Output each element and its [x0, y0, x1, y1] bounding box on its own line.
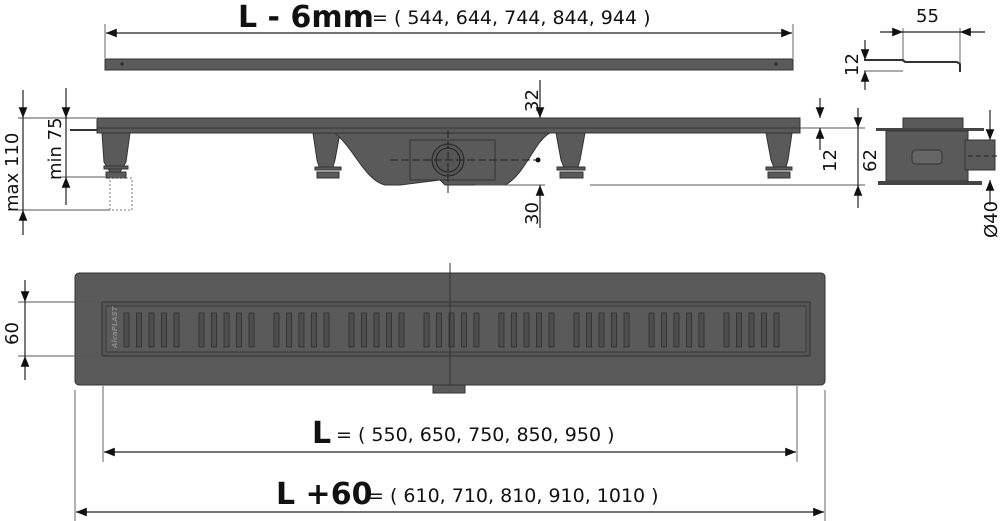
- grate-slot: [661, 312, 667, 348]
- overall-length-values: = ( 610, 710, 810, 910, 1010 ): [368, 485, 659, 507]
- grate-slot: [698, 312, 705, 348]
- profile-height-label: 12: [842, 53, 863, 76]
- channel-cross-section: [876, 110, 1000, 205]
- grate-slot: [273, 312, 280, 348]
- outlet-diameter-label: Ø40: [981, 201, 1000, 238]
- grate-slot: [211, 312, 217, 348]
- top-offset-label: 32: [522, 89, 543, 112]
- profile-width-label: 55: [916, 6, 939, 27]
- grate-bar-side: [104, 24, 794, 71]
- grate-slot: [323, 312, 330, 348]
- grate-slot: [748, 312, 755, 348]
- min-height-label: min 75: [45, 117, 66, 180]
- grate-slot: [386, 312, 392, 348]
- grate-slot: [248, 312, 255, 348]
- grate-slot: [236, 312, 242, 348]
- grate-slot: [161, 312, 167, 348]
- channel-side-view: [70, 117, 801, 211]
- grate-slot: [773, 312, 780, 348]
- side-dimensions: [18, 80, 865, 235]
- grate-slot: [648, 312, 655, 348]
- grate-length-values: = ( 550, 650, 750, 850, 950 ): [336, 424, 615, 446]
- height-label: 62: [860, 149, 881, 172]
- grate-slot: [423, 312, 430, 348]
- grate-slot: [311, 312, 317, 348]
- grate-width-label: 60: [2, 322, 23, 345]
- grate-slot: [286, 312, 292, 348]
- grate-slot: [348, 312, 355, 348]
- top-length-label: L - 6mm: [238, 0, 374, 35]
- grate-slot: [548, 312, 555, 348]
- grate-slot: [536, 312, 542, 348]
- grate-slot: [173, 312, 180, 348]
- flange-label: 12: [820, 149, 841, 172]
- grate-slot: [198, 312, 205, 348]
- grate-slot: [498, 312, 505, 348]
- grate-length-label: L: [312, 416, 331, 451]
- grate-slot: [123, 312, 130, 348]
- grate-slot: [586, 312, 592, 348]
- grate-slot: [611, 312, 617, 348]
- grate-slot: [473, 312, 480, 348]
- grate-slot: [673, 312, 680, 348]
- overall-length-label: L +60: [276, 477, 372, 512]
- length-dimensions: [74, 386, 826, 521]
- bottom-offset-label: 30: [522, 202, 543, 225]
- grate-slot: [598, 312, 605, 348]
- grate-slot: [398, 312, 405, 348]
- grate-slot: [148, 312, 155, 348]
- max-height-label: max 110: [2, 133, 23, 212]
- grate-slot: [361, 312, 367, 348]
- grate-profile: [860, 27, 985, 90]
- grate-slot: [223, 312, 230, 348]
- grate-slot: [373, 312, 380, 348]
- top-length-values: = ( 544, 644, 744, 844, 944 ): [372, 7, 651, 29]
- grate-slot: [573, 312, 580, 348]
- grate-slot: [136, 312, 142, 348]
- grate-slot: [298, 312, 305, 348]
- grate-slot: [448, 312, 455, 348]
- alcaplast-logo: AlcaPLAST: [111, 305, 119, 349]
- grate-slots: [123, 312, 780, 348]
- grate-slot: [686, 312, 692, 348]
- grate-slot: [523, 312, 530, 348]
- grate-slot: [723, 312, 730, 348]
- grate-slot: [736, 312, 742, 348]
- grate-slot: [436, 312, 442, 348]
- grate-slot: [761, 312, 767, 348]
- grate-slot: [623, 312, 630, 348]
- grate-slot: [461, 312, 467, 348]
- grate-slot: [511, 312, 517, 348]
- grate-plan-view: AlcaPLAST: [18, 263, 826, 394]
